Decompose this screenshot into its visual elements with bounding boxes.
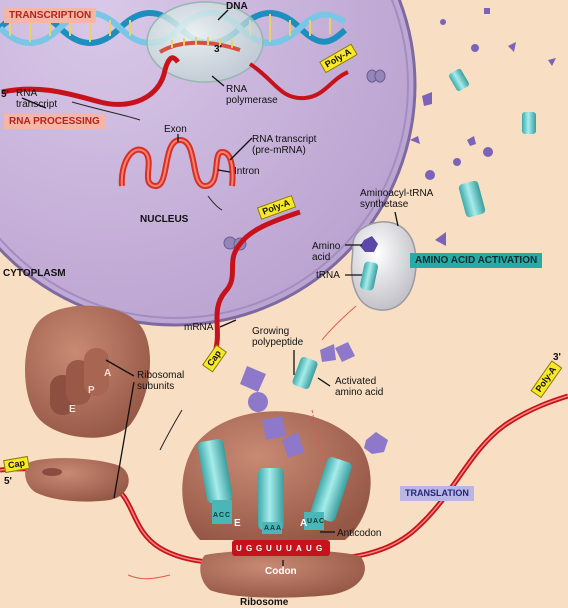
rna-polymerase-text: RNA polymerase bbox=[226, 84, 278, 106]
three-prime-label-top: 3' bbox=[214, 44, 222, 55]
anticodon-mid-3: A bbox=[276, 525, 282, 532]
anticodon-mid-1: A bbox=[264, 525, 270, 532]
free-trna-2 bbox=[522, 112, 536, 134]
rna-transcript-pre-text: RNA transcript (pre-mRNA) bbox=[252, 134, 317, 156]
free-amino-acids bbox=[410, 8, 556, 246]
codon-base-9: G bbox=[316, 544, 323, 553]
site-p-small-label: P bbox=[88, 385, 95, 396]
amino-acid-activation-banner: AMINO ACID ACTIVATION bbox=[410, 253, 543, 268]
five-prime-label-bottom: 5' bbox=[4, 476, 12, 487]
anticodon-right-1: U bbox=[307, 518, 313, 525]
rna-transcript-pre-label: RNA transcript (pre-mRNA) bbox=[252, 134, 316, 156]
rna-transcript-label: RNA transcript bbox=[16, 88, 57, 110]
codon-base-6: U bbox=[286, 544, 292, 553]
site-a-big-label: A bbox=[300, 518, 308, 529]
trna-p-site bbox=[258, 468, 284, 534]
free-trna-1 bbox=[449, 68, 469, 92]
intron-label: Intron bbox=[234, 166, 260, 177]
trna-a-site bbox=[304, 457, 352, 530]
growing-polypeptide-chain bbox=[240, 342, 388, 458]
rna-polymerase-label: RNA polymerase bbox=[226, 84, 278, 106]
aminoacyl-trna-synthetase bbox=[350, 221, 417, 311]
leader-lines bbox=[21, 9, 399, 566]
anticodon-right-3: C bbox=[319, 518, 325, 525]
amino-acid-text: Amino acid bbox=[312, 241, 341, 263]
free-trna-3 bbox=[458, 180, 486, 218]
codon-base-8: U bbox=[306, 544, 312, 553]
codon-base-3: G bbox=[256, 544, 263, 553]
ribosome-label: Ribosome bbox=[240, 597, 289, 608]
nuclear-pore-upper bbox=[366, 69, 386, 83]
dna-label: DNA bbox=[226, 1, 248, 12]
growing-polypeptide-text: Growing polypeptide bbox=[252, 326, 304, 348]
translation-banner: TRANSLATION bbox=[400, 486, 474, 501]
activated-amino-acid-trna bbox=[292, 356, 318, 390]
codon-base-7: A bbox=[296, 544, 302, 553]
site-a-small-label: A bbox=[104, 368, 112, 379]
ribosomal-subunits-label: Ribosomal subunits bbox=[137, 370, 184, 392]
anticodon-left-1: A bbox=[213, 512, 219, 519]
process-arrows bbox=[71, 101, 357, 580]
anticodon-label: Anticodon bbox=[337, 528, 382, 539]
small-ribosomal-subunit bbox=[25, 458, 129, 502]
activated-amino-acid-text: Activated amino acid bbox=[335, 376, 384, 398]
trna-label: tRNA bbox=[316, 270, 340, 281]
codon-label: Codon bbox=[265, 566, 297, 577]
codon-base-5: U bbox=[276, 544, 282, 553]
processed-rna-loops bbox=[118, 136, 236, 190]
growing-polypeptide-label: Growing polypeptide bbox=[252, 326, 303, 348]
trna-e-site bbox=[197, 438, 233, 524]
large-ribosomal-subunit bbox=[25, 305, 151, 438]
rna-processing-banner: RNA PROCESSING bbox=[4, 114, 105, 129]
pre-mrna-strand bbox=[1, 55, 349, 107]
site-e-small-label: E bbox=[69, 404, 76, 415]
codon-base-1: U bbox=[236, 544, 242, 553]
nucleus-label: NUCLEUS bbox=[140, 214, 189, 225]
activated-amino-acid-label: Activated amino acid bbox=[335, 376, 383, 398]
mrna-label: mRNA bbox=[184, 322, 214, 333]
rna-transcript-text: RNA transcript bbox=[16, 88, 58, 110]
amino-acid-label: Amino acid bbox=[312, 241, 340, 263]
transcription-banner: TRANSCRIPTION bbox=[4, 8, 97, 23]
anticodon-right-2: A bbox=[313, 518, 319, 525]
anticodon-left-3: C bbox=[225, 512, 231, 519]
nucleus bbox=[0, 0, 417, 327]
five-prime-label-left: 5' bbox=[1, 89, 9, 100]
ribosomal-subunits-text: Ribosomal subunits bbox=[137, 370, 185, 392]
exon-label: Exon bbox=[164, 124, 187, 135]
anticodon-left-2: C bbox=[219, 512, 225, 519]
codon-base-2: G bbox=[246, 544, 253, 553]
three-prime-label-right: 3' bbox=[553, 352, 561, 363]
codon-base-4: U bbox=[266, 544, 272, 553]
aminoacyl-trna-synthetase-text: Aminoacyl-tRNA synthetase bbox=[360, 188, 434, 210]
site-e-big-label: E bbox=[234, 518, 241, 529]
aminoacyl-trna-synthetase-label: Aminoacyl-tRNA synthetase bbox=[360, 188, 433, 210]
codon-strip bbox=[232, 540, 330, 556]
cytoplasm-label: CYTOPLASM bbox=[3, 268, 66, 279]
anticodon-mid-2: A bbox=[270, 525, 276, 532]
